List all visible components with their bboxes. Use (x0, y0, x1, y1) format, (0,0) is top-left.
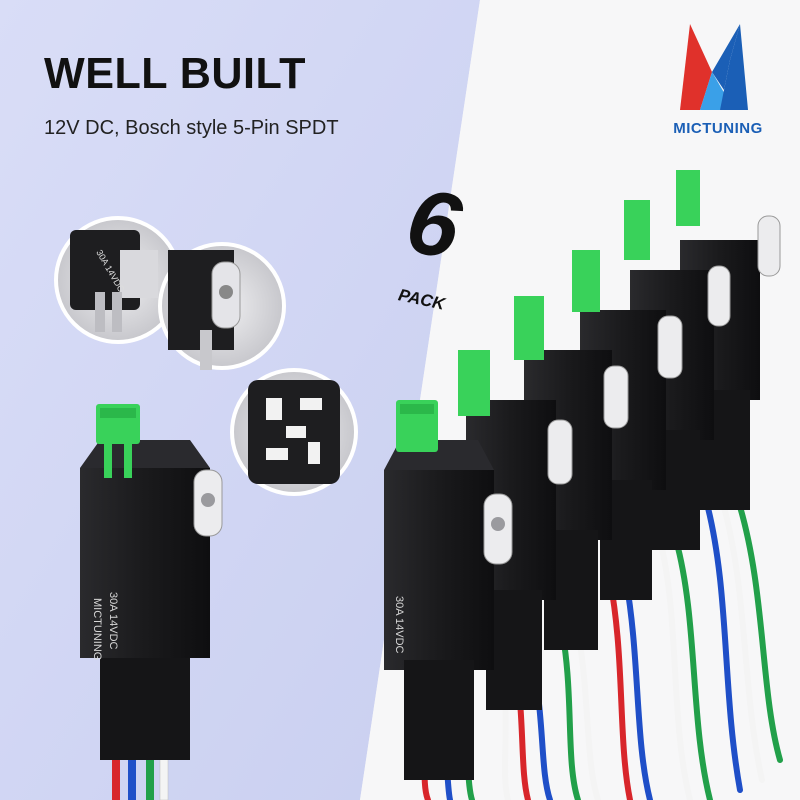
fuse-green (96, 404, 140, 478)
svg-text:30A 14VDC: 30A 14VDC (107, 592, 119, 650)
brand-name: MICTUNING (673, 120, 763, 137)
svg-text:MICTUNING: MICTUNING (91, 598, 103, 660)
svg-text:30A 14VDC: 30A 14VDC (393, 596, 405, 654)
detail-circle-bottom (230, 368, 358, 496)
headline: WELL BUILT (44, 49, 306, 98)
relay-six-pack: 30A 14VDC (384, 170, 783, 800)
featured-relay: MICTUNING 30A 14VDC (80, 404, 223, 800)
detail-circle-top: 30A 14VDC (54, 216, 182, 344)
detail-circle-middle (158, 242, 286, 370)
mictuning-logo-icon (680, 24, 748, 110)
subheadline: 12V DC, Bosch style 5-Pin SPDT (44, 117, 339, 139)
